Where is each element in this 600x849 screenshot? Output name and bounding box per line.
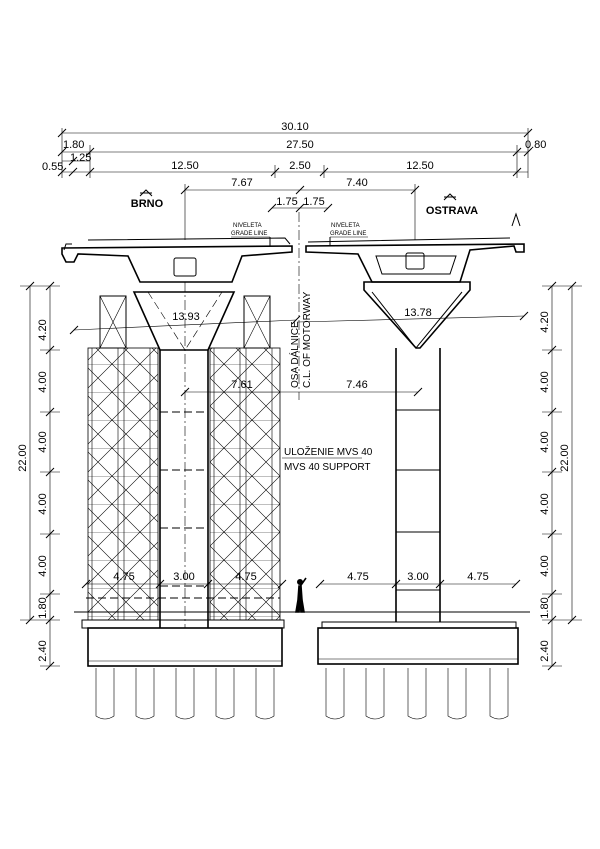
dim-7-67: 7.67 (231, 177, 252, 189)
top-dimension-chain: 30.10 1.80 27.50 0.80 1.25 0.55 12.50 2.… (42, 121, 546, 240)
pier-width-dims: 13.93 13.78 7.61 7.46 (69, 307, 529, 397)
dim-2-50: 2.50 (289, 160, 310, 172)
right-height-dims: 4.20 4.00 4.00 4.00 4.00 1.80 2.40 22.00 (539, 281, 582, 671)
pile (215, 668, 235, 720)
direction-labels: BRNO OSTRAVA (131, 189, 478, 217)
pile (447, 668, 467, 720)
support-label-cz: ULOŽENIE MVS 40 (284, 445, 373, 458)
right-pier (363, 281, 471, 622)
dim-7-46: 7.46 (346, 379, 367, 391)
right-h-4: 4.00 (539, 493, 551, 514)
dim-total-width: 30.10 (281, 121, 309, 133)
piles (95, 668, 509, 720)
support-label: ULOŽENIE MVS 40 MVS 40 SUPPORT (282, 445, 373, 473)
dim-13-93: 13.93 (172, 311, 200, 323)
motorway-axis-label: OSA DÁLNICE C.L. OF MOTORWAY (288, 291, 313, 388)
pile (407, 668, 427, 720)
left-h-6: 1.80 (37, 597, 49, 618)
left-pier-scaffolding (86, 282, 281, 628)
support-label-en: MVS 40 SUPPORT (284, 462, 371, 473)
dim-0-80: 0.80 (525, 139, 546, 151)
dim-12-50-left: 12.50 (171, 160, 199, 172)
dim-1-80: 1.80 (63, 139, 84, 151)
left-h-1: 4.20 (37, 319, 49, 340)
grade-line-cz-right: NIVELETA (331, 223, 360, 229)
right-h-2: 4.00 (539, 371, 551, 392)
dim-27-50: 27.50 (286, 139, 314, 151)
motorway-axis-en: C.L. OF MOTORWAY (302, 291, 313, 388)
dim-1-75-right: 1.75 (303, 196, 324, 208)
left-h-2: 4.00 (37, 371, 49, 392)
pile (325, 668, 345, 720)
base-dim-right-3: 4.75 (467, 571, 488, 583)
pile (489, 668, 509, 720)
direction-ostrava: OSTRAVA (426, 205, 478, 217)
deck-right (305, 212, 525, 283)
base-dim-right-2: 3.00 (407, 571, 428, 583)
dim-13-78: 13.78 (404, 307, 432, 319)
dim-7-40: 7.40 (346, 177, 367, 189)
right-h-3: 4.00 (539, 431, 551, 452)
grade-line-cz-left: NIVELETA (233, 223, 262, 229)
base-dims-left: 4.75 3.00 4.75 (81, 571, 287, 589)
grade-line-labels: NIVELETA GRADE LINE NIVELETA GRADE LINE (231, 223, 368, 246)
dim-12-50-right: 12.50 (406, 160, 434, 172)
base-dim-left-3: 4.75 (235, 571, 256, 583)
grade-line-en-right: GRADE LINE (330, 231, 366, 237)
pile (95, 668, 115, 720)
dim-1-75-left: 1.75 (276, 196, 297, 208)
dim-0-55: 0.55 (42, 161, 63, 173)
pile (365, 668, 385, 720)
motorway-axis-cz: OSA DÁLNICE (288, 321, 301, 388)
right-h-6: 1.80 (539, 597, 551, 618)
grade-line-en-left: GRADE LINE (231, 231, 267, 237)
base-dim-left-2: 3.00 (173, 571, 194, 583)
footing-right (317, 621, 519, 665)
left-h-4: 4.00 (37, 493, 49, 514)
person-figure (295, 577, 307, 613)
dim-7-61: 7.61 (231, 379, 252, 391)
right-h-5: 4.00 (539, 555, 551, 576)
right-h-7: 2.40 (539, 640, 551, 661)
base-dim-left-1: 4.75 (113, 571, 134, 583)
left-h-5: 4.00 (37, 555, 49, 576)
pile (135, 668, 155, 720)
right-total-height: 22.00 (559, 444, 571, 472)
base-dims-right: 4.75 3.00 4.75 (315, 571, 521, 589)
dim-1-25: 1.25 (70, 152, 91, 164)
left-h-3: 4.00 (37, 431, 49, 452)
footing-left (81, 619, 285, 667)
left-total-height: 22.00 (17, 444, 29, 472)
pile (175, 668, 195, 720)
left-h-7: 2.40 (37, 640, 49, 661)
deck-left (61, 237, 293, 283)
base-dim-right-1: 4.75 (347, 571, 368, 583)
direction-brno: BRNO (131, 198, 164, 210)
left-height-dims: 4.20 4.00 4.00 4.00 4.00 1.80 2.40 22.00 (17, 281, 60, 671)
pile (255, 668, 275, 720)
right-h-1: 4.20 (539, 311, 551, 332)
